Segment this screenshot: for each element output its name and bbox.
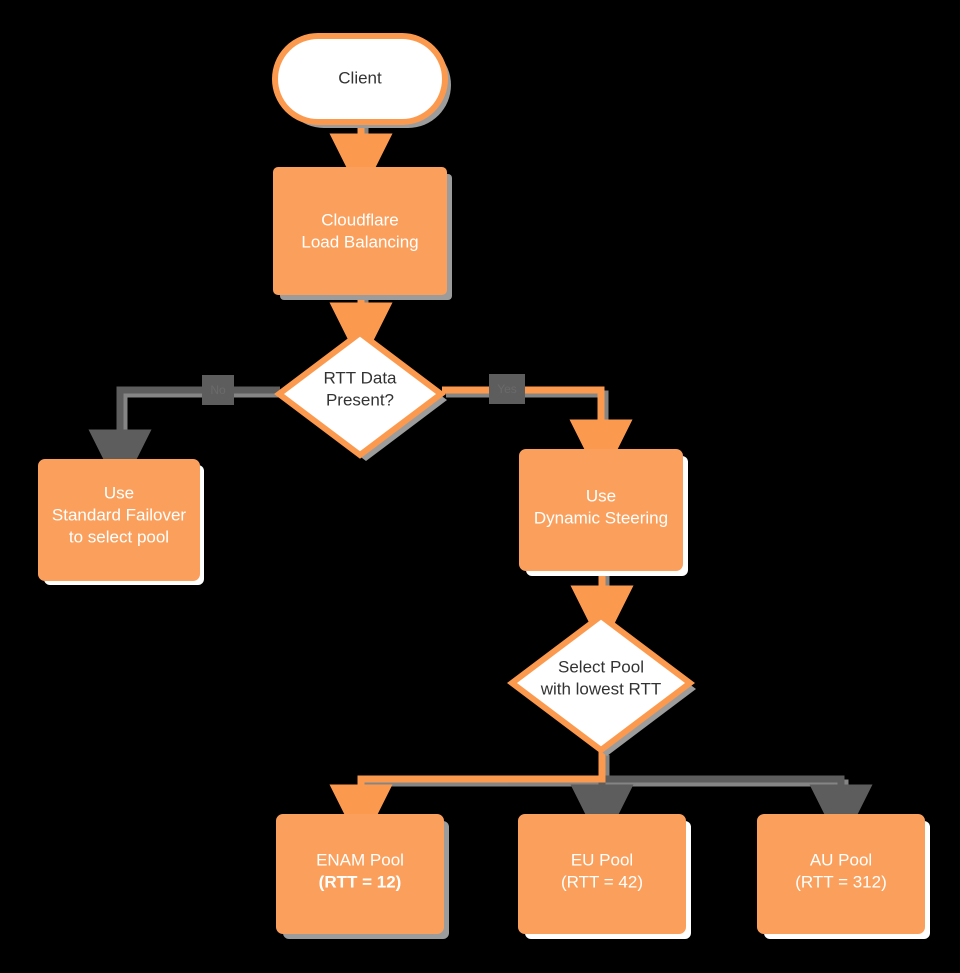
edge-shadow-layer xyxy=(120,127,849,820)
node-eu-pool-shape[interactable] xyxy=(518,814,686,934)
node-rtt-decision-label-line2: Present? xyxy=(326,390,394,409)
node-select-pool-label-line1: Select Pool xyxy=(558,657,644,676)
node-load-balancing[interactable]: Cloudflare Load Balancing xyxy=(273,167,447,295)
edge-label-yes: Yes xyxy=(489,374,525,404)
edge-shadow-decision-steering xyxy=(446,390,609,455)
node-standard-failover-shape[interactable] xyxy=(38,459,200,581)
node-standard-failover[interactable]: Use Standard Failover to select pool xyxy=(38,459,200,581)
node-client-shape[interactable] xyxy=(272,33,448,125)
edge-shadow-select-enam xyxy=(361,755,610,820)
node-enam-pool-shape[interactable] xyxy=(276,814,444,934)
node-select-pool[interactable]: Select Pool with lowest RTT xyxy=(507,612,695,754)
edge-label-no: No xyxy=(202,375,234,405)
edge-label-no-box xyxy=(202,375,234,405)
node-standard-failover-label-line1: Use xyxy=(104,483,134,502)
node-au-pool-label-line2: (RTT = 312) xyxy=(795,872,887,891)
node-dynamic-steering[interactable]: Use Dynamic Steering xyxy=(519,449,683,571)
node-load-balancing-label-line2: Load Balancing xyxy=(301,232,418,251)
edge-select-pool-to-enam-pool xyxy=(329,751,606,848)
node-au-pool[interactable]: AU Pool (RTT = 312) xyxy=(757,814,925,934)
node-client[interactable]: Client xyxy=(272,33,448,125)
node-client-label: Client xyxy=(338,68,382,87)
node-enam-pool-label-line2: (RTT = 12) xyxy=(319,872,402,891)
node-select-pool-label-line2: with lowest RTT xyxy=(540,679,662,698)
node-dynamic-steering-label-line1: Use xyxy=(586,486,616,505)
node-enam-pool-label-line1: ENAM Pool xyxy=(316,850,404,869)
node-rtt-decision-shape[interactable] xyxy=(274,329,446,459)
node-select-pool-shape[interactable] xyxy=(507,612,695,754)
node-eu-pool[interactable]: EU Pool (RTT = 42) xyxy=(518,814,686,934)
node-au-pool-label-line1: AU Pool xyxy=(810,850,872,869)
edge-label-no-text: No xyxy=(210,383,226,397)
node-au-pool-shape[interactable] xyxy=(757,814,925,934)
node-rtt-decision[interactable]: RTT Data Present? xyxy=(274,329,446,459)
node-load-balancing-shape[interactable] xyxy=(273,167,447,295)
node-dynamic-steering-label-line2: Dynamic Steering xyxy=(534,508,668,527)
edge-select-to-au-pool xyxy=(602,775,873,848)
node-eu-pool-label-line2: (RTT = 42) xyxy=(561,872,643,891)
edge-label-yes-text: Yes xyxy=(497,382,517,396)
node-standard-failover-label-line2: Standard Failover xyxy=(52,505,187,524)
edge-decision-to-standard-failover xyxy=(88,386,280,493)
edge-inactive-layer xyxy=(88,386,873,848)
node-enam-pool[interactable]: ENAM Pool (RTT = 12) xyxy=(276,814,444,934)
node-standard-failover-label-line3: to select pool xyxy=(69,527,169,546)
node-eu-pool-label-line1: EU Pool xyxy=(571,850,633,869)
node-load-balancing-label-line1: Cloudflare xyxy=(321,210,399,229)
node-dynamic-steering-shape[interactable] xyxy=(519,449,683,571)
node-rtt-decision-label-line1: RTT Data xyxy=(323,368,397,387)
edge-label-yes-box xyxy=(489,374,525,404)
